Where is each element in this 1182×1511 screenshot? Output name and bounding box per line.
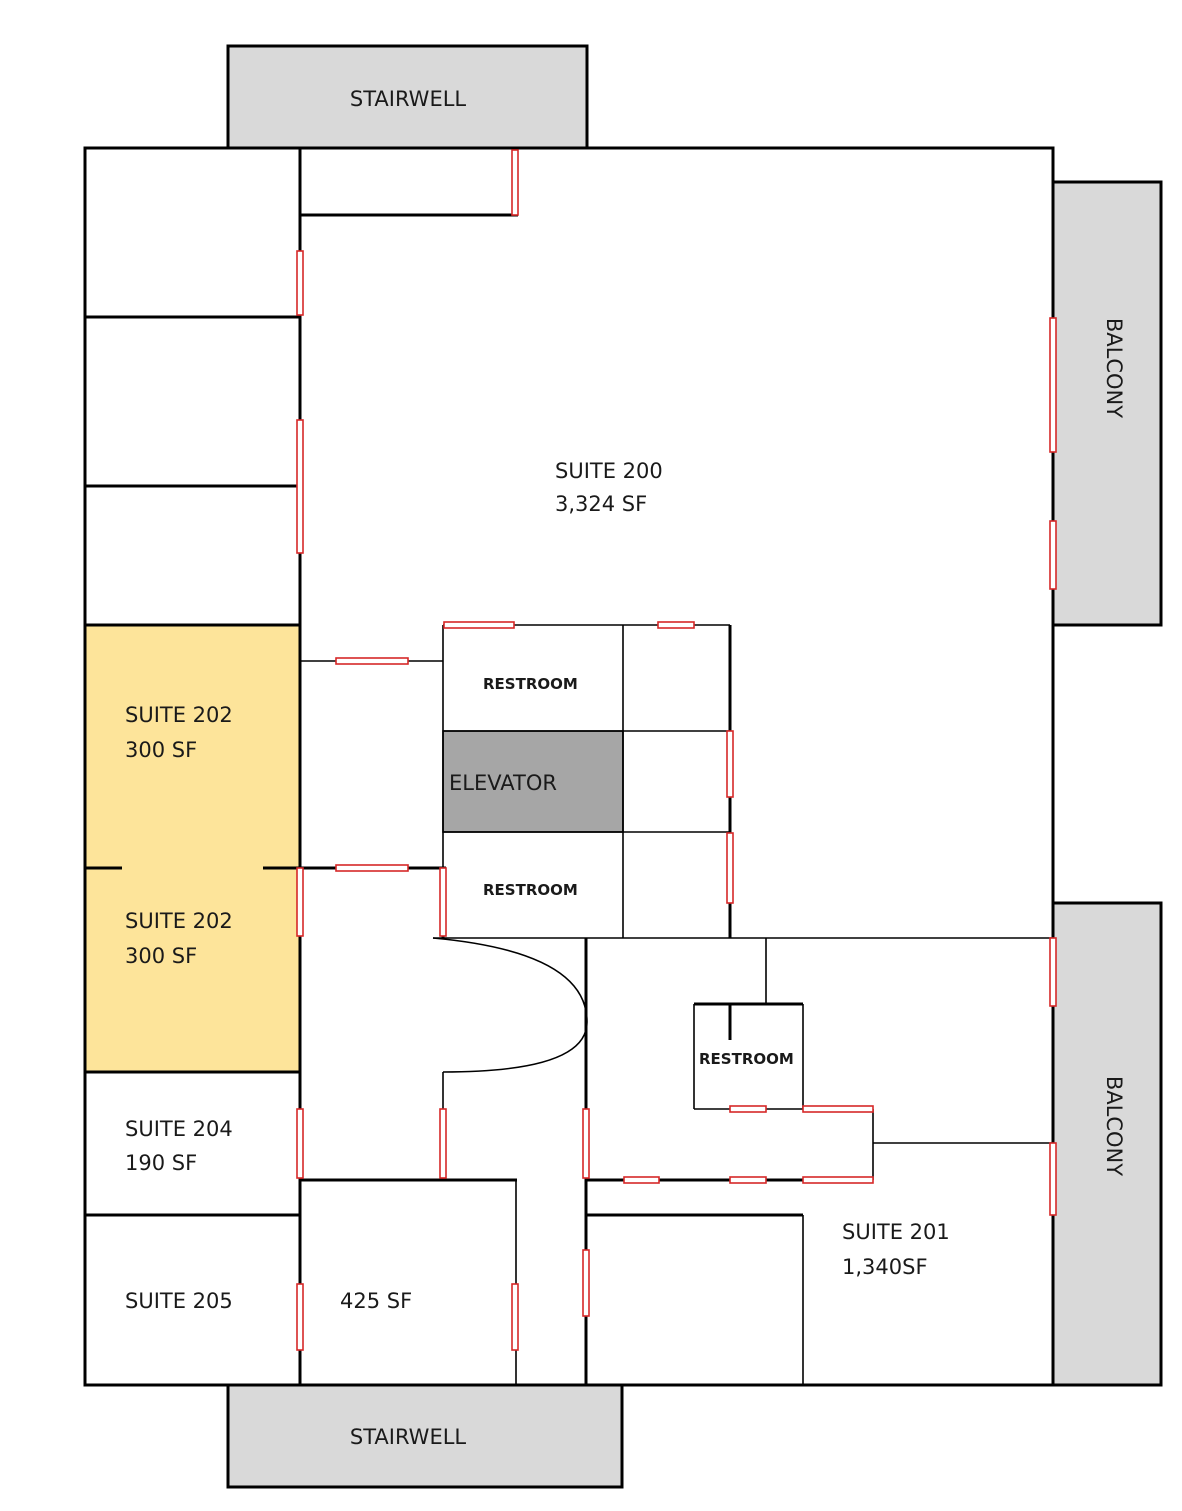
stairwell-top-label: STAIRWELL [350,87,467,111]
elevator-shaft [442,730,624,833]
stairwell-top[interactable]: STAIRWELL [226,44,589,150]
suite-204-name: SUITE 204 [125,1117,233,1141]
restroom-right-label: RESTROOM [699,1050,794,1068]
suite-202-upper-name: SUITE 202 [125,703,233,727]
restroom-mid-label: RESTROOM [483,881,578,899]
suite-201[interactable]: SUITE 201 1,340SF [842,1220,950,1279]
room-425[interactable]: 425 SF [340,1289,412,1313]
suite-205-name: SUITE 205 [125,1289,233,1313]
suite-202-upper-area: 300 SF [125,738,197,762]
balcony-top[interactable]: BALCONY [1051,180,1163,627]
suite-200-name: SUITE 200 [555,459,663,483]
suite-201-area: 1,340SF [842,1255,928,1279]
suite-200-area: 3,324 SF [555,492,647,516]
stairwell-bottom-label: STAIRWELL [350,1425,467,1449]
stairwell-bottom[interactable]: STAIRWELL [226,1383,624,1489]
balcony-bottom[interactable]: BALCONY [1051,901,1163,1387]
suite-202-upper[interactable]: SUITE 202 300 SF [125,703,233,762]
suite-202-highlight[interactable] [85,625,300,1072]
suite-201-name: SUITE 201 [842,1220,950,1244]
suite-202-lower[interactable]: SUITE 202 300 SF [125,909,233,968]
building-outline [83,146,1055,1387]
room-425-area: 425 SF [340,1289,412,1313]
suite-205[interactable]: SUITE 205 [125,1289,233,1313]
suite-200[interactable]: SUITE 200 3,324 SF [555,459,663,516]
balcony-top-label: BALCONY [1102,318,1126,418]
suite-204[interactable]: SUITE 204 190 SF [125,1117,233,1175]
restroom-top-label: RESTROOM [483,675,578,693]
elevator-label: ELEVATOR [449,771,557,795]
suite-202-lower-name: SUITE 202 [125,909,233,933]
suite-204-area: 190 SF [125,1151,197,1175]
partitions [300,624,1053,1385]
suite-202-lower-area: 300 SF [125,944,197,968]
balcony-bottom-label: BALCONY [1102,1076,1126,1176]
doors [296,149,1057,1351]
